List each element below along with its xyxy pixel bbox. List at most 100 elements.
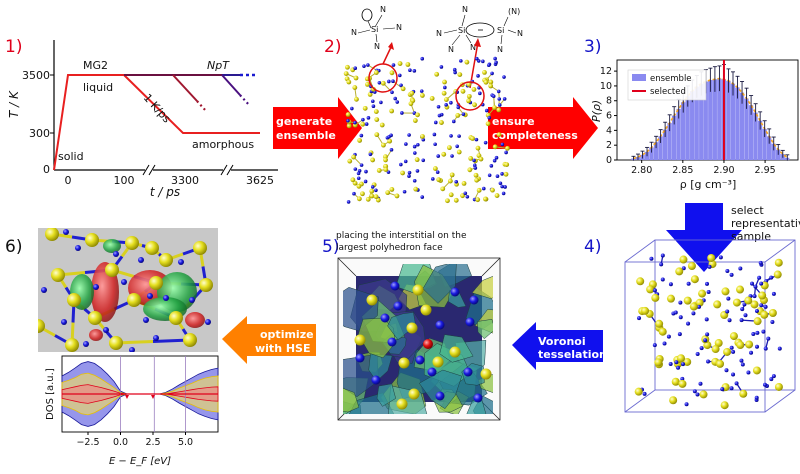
arrow-generate-line2: ensemble: [276, 129, 336, 142]
si-atom: [774, 271, 782, 279]
n-atom: [772, 292, 776, 296]
si-atom: [475, 197, 480, 202]
hist-xtick-label: 2.80: [631, 165, 652, 176]
step-number-3: 3): [584, 37, 601, 57]
n-atom: [408, 68, 412, 72]
si-atom: [357, 196, 362, 201]
n-atom: [416, 169, 420, 173]
label-liquid: liquid: [83, 81, 113, 94]
n-atom: [457, 134, 461, 138]
si-atom: [395, 194, 400, 199]
n-atom: [121, 279, 127, 285]
si-atom: [433, 166, 438, 171]
si-atom: [470, 136, 475, 141]
n-atom: [403, 190, 407, 194]
si-atom: [457, 150, 462, 155]
si-atom: [474, 173, 479, 178]
si-atom: [486, 121, 491, 126]
si-atom: [439, 120, 444, 125]
si-atom: [445, 198, 450, 203]
voronoi-panel: placing the interstitial on the largest …: [324, 231, 507, 437]
hist-bar: [708, 80, 712, 160]
si-atom: [409, 91, 414, 96]
n-atom: [407, 174, 411, 178]
n-atom: [778, 347, 782, 351]
si-atom: [430, 96, 435, 101]
n-atom: [681, 362, 685, 366]
n-atom: [661, 253, 665, 257]
n-atom: [372, 104, 376, 108]
si-atom: [641, 307, 649, 315]
si-atom: [381, 81, 386, 86]
hist-ytick-label: 4: [606, 125, 612, 136]
n-atom: [404, 160, 408, 164]
p1-ytick-0: 0: [43, 163, 50, 176]
label-solid: solid: [58, 150, 84, 163]
n-atom: [392, 63, 396, 67]
n-atom: [700, 346, 704, 350]
quench-curve-2: [173, 75, 197, 101]
si-atom: [472, 87, 477, 92]
si-atom: [654, 358, 662, 366]
n-atom: [387, 135, 391, 139]
si-atom: [344, 71, 349, 76]
si-atom: [346, 112, 351, 117]
n-atom: [497, 90, 501, 94]
si-atom: [374, 70, 379, 75]
legend-swatch-ensemble: [632, 74, 646, 81]
n-atom: [381, 314, 390, 323]
n-atom: [408, 171, 412, 175]
si-atom: [655, 320, 663, 328]
si-atom: [413, 118, 418, 123]
n-atom: [436, 321, 445, 330]
n-atom: [449, 134, 453, 138]
n-atom: [421, 158, 425, 162]
si-atom: [745, 340, 753, 348]
hist-ytick-label: 0: [606, 155, 612, 166]
n-atom: [719, 255, 723, 259]
dos-xtick-label: 2.5: [145, 437, 160, 448]
schem-r-n6: N: [517, 29, 523, 38]
n-atom: [764, 305, 768, 309]
n-atom: [653, 343, 657, 347]
si-atom: [51, 268, 65, 282]
si-atom: [733, 299, 741, 307]
si-atom: [369, 194, 374, 199]
n-atom: [738, 267, 742, 271]
arrow-select-line1: select: [731, 204, 764, 217]
n-atom: [138, 257, 144, 263]
legend-selected: selected: [650, 87, 686, 97]
si-atom: [450, 172, 455, 177]
si-atom: [744, 297, 752, 305]
schem-r-n1: N: [462, 5, 468, 14]
n-atom: [741, 363, 745, 367]
n-atom: [482, 187, 486, 191]
n-atom: [416, 143, 420, 147]
p1-ylabel: T / K: [7, 90, 21, 118]
n-atom: [707, 290, 711, 294]
si-atom: [374, 109, 379, 114]
n-atom: [413, 145, 417, 149]
n-atom: [379, 101, 383, 105]
si-atom: [635, 388, 643, 396]
si-atom: [405, 62, 410, 67]
cell-edge: [765, 390, 795, 412]
si-atom: [736, 286, 744, 294]
n-atom: [440, 65, 444, 69]
n-atom: [493, 57, 497, 61]
voronoi-caption-line2: largest polyhedron face: [336, 243, 443, 253]
si-atom: [688, 262, 696, 270]
schem-l-n2: N: [351, 28, 357, 37]
arrow-completeness-line2: completeness: [492, 129, 578, 142]
n-atom: [466, 318, 475, 327]
si-atom: [457, 72, 462, 77]
n-atom: [205, 319, 211, 325]
si-atom: [713, 300, 721, 308]
si-atom: [377, 168, 382, 173]
n-atom: [661, 277, 665, 281]
n-atom: [653, 288, 657, 292]
n-atom: [487, 116, 491, 120]
si-atom: [483, 197, 488, 202]
si-atom: [455, 113, 460, 118]
n-atom: [487, 63, 491, 67]
